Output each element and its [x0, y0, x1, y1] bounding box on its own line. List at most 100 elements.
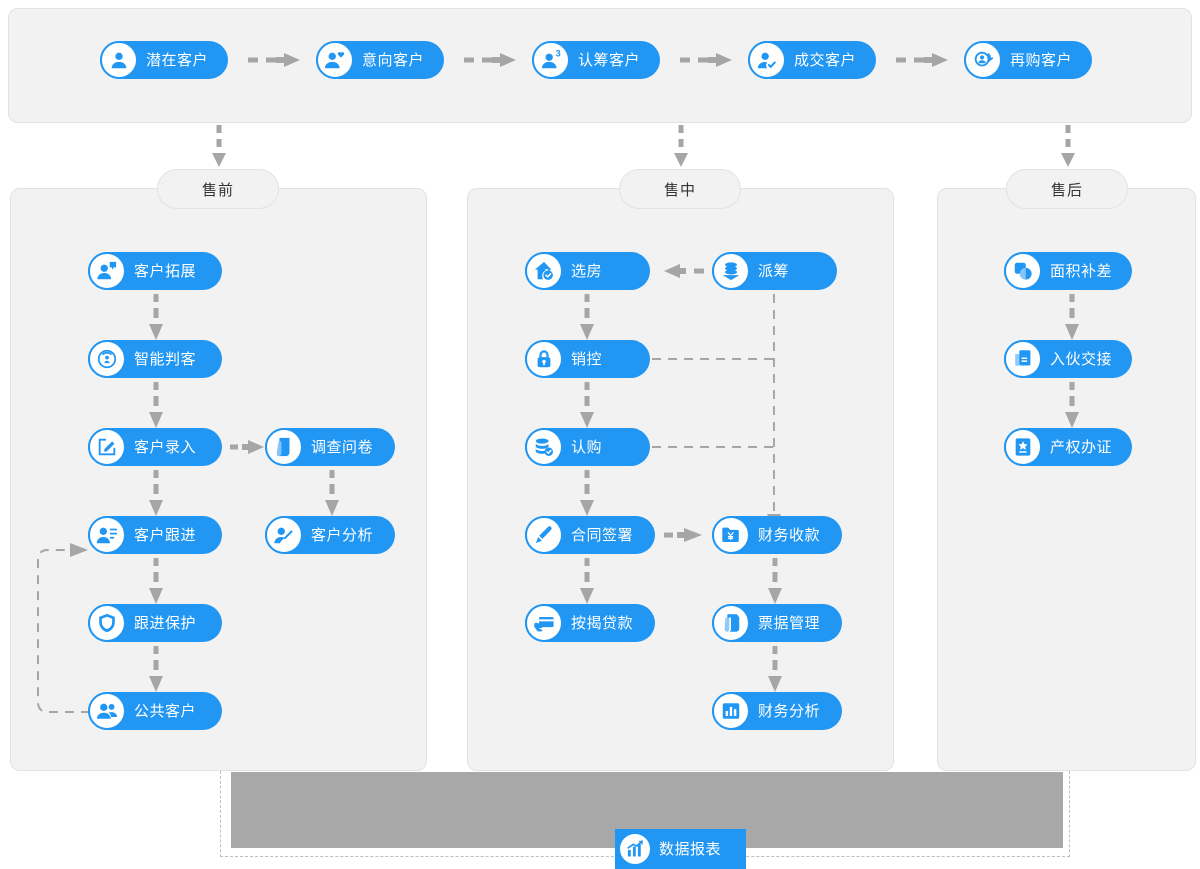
connector-派筹-财务收款-branches: [648, 292, 796, 528]
node-调查问卷[interactable]: 调查问卷: [265, 428, 395, 466]
node-label: 按揭贷款: [571, 614, 634, 632]
user-number-icon: 3: [532, 41, 570, 79]
node-智能判客[interactable]: 智能判客: [88, 340, 222, 378]
user-heart-icon: [316, 41, 354, 79]
connector-客户跟进-跟进保护: [147, 556, 165, 612]
connector-跟进保护-公共客户: [147, 644, 165, 700]
node-label: 派筹: [758, 262, 790, 280]
node-label: 产权办证: [1050, 438, 1113, 456]
stage-node-意向客户[interactable]: 意向客户: [316, 41, 444, 79]
node-label: 合同签署: [571, 526, 634, 544]
connector-智能判客-客户录入: [147, 380, 165, 436]
section-tab-label: 售前: [201, 181, 234, 199]
node-选房[interactable]: 选房: [525, 252, 650, 290]
house-check-icon: [525, 252, 563, 290]
presale-panel: [10, 188, 427, 771]
stage-node-认筹客户[interactable]: 3 认筹客户: [532, 41, 660, 79]
connector-客户录入-调查问卷: [228, 439, 272, 455]
node-合同签署[interactable]: 合同签署: [525, 516, 655, 554]
lock-icon: [525, 340, 563, 378]
bar-chart-icon: [712, 692, 750, 730]
node-label: 数据报表: [659, 840, 722, 858]
connector-公共客户-客户跟进-loop: [30, 524, 100, 720]
section-tab-label: 售后: [1050, 181, 1083, 199]
node-跟进保护[interactable]: 跟进保护: [88, 604, 222, 642]
node-label: 公共客户: [134, 702, 197, 720]
user-check-icon: [748, 41, 786, 79]
database-check-icon: [525, 428, 563, 466]
stage-node-label: 再购客户: [1010, 51, 1073, 69]
node-label: 智能判客: [134, 350, 197, 368]
connector-入伙交接-产权办证: [1063, 380, 1081, 436]
node-客户拓展[interactable]: 客户拓展: [88, 252, 222, 290]
node-数据报表[interactable]: 数据报表: [615, 829, 746, 869]
stage-node-label: 认筹客户: [578, 51, 641, 69]
svg-text:3: 3: [556, 49, 561, 58]
connector-合同签署-财务收款: [662, 527, 712, 543]
node-label: 面积补差: [1050, 262, 1113, 280]
node-label: 客户跟进: [134, 526, 197, 544]
connector-top-to-midsale: [672, 123, 690, 169]
node-label: 入伙交接: [1050, 350, 1113, 368]
node-财务分析[interactable]: 财务分析: [712, 692, 842, 730]
node-认购[interactable]: 认购: [525, 428, 650, 466]
connector-选房-销控: [578, 292, 596, 348]
user-icon: [100, 41, 138, 79]
node-label: 客户拓展: [134, 262, 197, 280]
stage-node-潜在客户[interactable]: 潜在客户: [100, 41, 228, 79]
node-客户录入[interactable]: 客户录入: [88, 428, 222, 466]
section-tab-label: 售中: [663, 181, 696, 199]
questionnaire-icon: [265, 428, 303, 466]
node-派筹[interactable]: 派筹: [712, 252, 837, 290]
user-speech-icon: [88, 252, 126, 290]
section-tab-presale[interactable]: 售前: [157, 169, 279, 209]
chart-growth-icon: [618, 832, 652, 866]
stage-arrow-1: [246, 52, 308, 68]
user-refresh-icon: [964, 41, 1002, 79]
connector-客户录入-客户跟进: [147, 468, 165, 524]
connector-财务收款-票据管理: [766, 556, 784, 612]
node-label: 销控: [571, 350, 603, 368]
node-财务收款[interactable]: 财务收款: [712, 516, 842, 554]
bills-icon: [712, 604, 750, 642]
node-label: 选房: [571, 262, 603, 280]
radar-icon: [88, 340, 126, 378]
connector-合同签署-按揭贷款: [578, 556, 596, 612]
handover-icon: [1004, 340, 1042, 378]
connector-客户拓展-智能判客: [147, 292, 165, 348]
user-list-icon: [88, 516, 126, 554]
node-label: 票据管理: [758, 614, 821, 632]
certificate-icon: [1004, 428, 1042, 466]
node-面积补差[interactable]: 面积补差: [1004, 252, 1132, 290]
node-label: 调查问卷: [311, 438, 374, 456]
node-客户分析[interactable]: 客户分析: [265, 516, 395, 554]
stage-arrow-2: [462, 52, 524, 68]
connector-销控-认购: [578, 380, 596, 436]
node-入伙交接[interactable]: 入伙交接: [1004, 340, 1132, 378]
node-label: 跟进保护: [134, 614, 197, 632]
connector-top-to-presale: [210, 123, 228, 169]
node-销控[interactable]: 销控: [525, 340, 650, 378]
connector-调查问卷-客户分析: [323, 468, 341, 524]
shield-icon: [88, 604, 126, 642]
stage-node-成交客户[interactable]: 成交客户: [748, 41, 876, 79]
stage-node-label: 成交客户: [794, 51, 857, 69]
connector-top-to-postsale: [1059, 123, 1077, 169]
node-客户跟进[interactable]: 客户跟进: [88, 516, 222, 554]
coins-icon: [712, 252, 750, 290]
area-diff-icon: [1004, 252, 1042, 290]
node-公共客户[interactable]: 公共客户: [88, 692, 222, 730]
pen-icon: [525, 516, 563, 554]
connector-派筹-选房: [658, 263, 716, 279]
node-票据管理[interactable]: 票据管理: [712, 604, 842, 642]
stage-node-再购客户[interactable]: 再购客户: [964, 41, 1092, 79]
connector-认购-合同签署: [578, 468, 596, 524]
users-icon: [88, 692, 126, 730]
node-按揭贷款[interactable]: 按揭贷款: [525, 604, 655, 642]
node-产权办证[interactable]: 产权办证: [1004, 428, 1132, 466]
yen-folder-icon: [712, 516, 750, 554]
stage-node-label: 意向客户: [362, 51, 425, 69]
section-tab-postsale[interactable]: 售后: [1006, 169, 1128, 209]
section-tab-midsale[interactable]: 售中: [619, 169, 741, 209]
